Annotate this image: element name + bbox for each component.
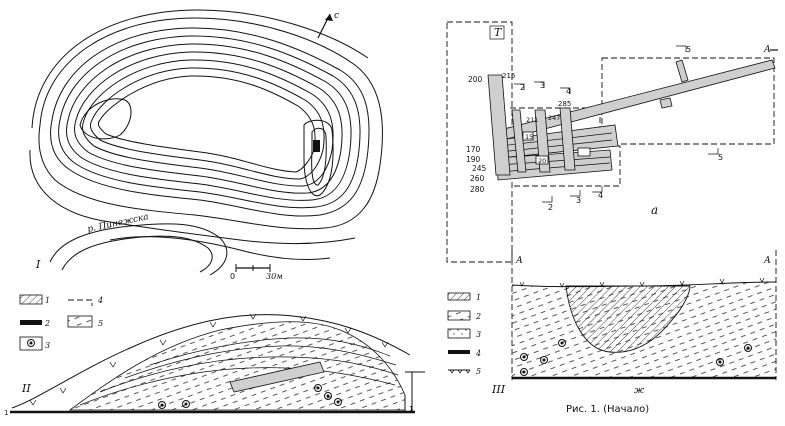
section-III-base-label: ж <box>634 386 645 396</box>
svg-text:285: 285 <box>558 100 571 108</box>
svg-text:2: 2 <box>520 83 525 92</box>
legend-left: 1 2 3 4 5 <box>19 294 103 351</box>
svg-text:3: 3 <box>476 330 481 339</box>
profile-II-end-right: 1 <box>409 405 413 413</box>
legend-left-swatch-1 <box>19 294 43 305</box>
figure-II-label: II <box>21 382 31 395</box>
svg-text:200: 200 <box>468 75 483 84</box>
contour-lines <box>29 9 383 261</box>
svg-text:3: 3 <box>576 196 581 205</box>
svg-text:280: 280 <box>470 185 485 194</box>
svg-text:247: 247 <box>548 114 560 122</box>
svg-text:4: 4 <box>97 296 103 305</box>
figure-caption: Рис. 1. (Начало) <box>566 404 649 415</box>
section-A: А <box>763 45 771 55</box>
trench-outline-A <box>601 57 775 145</box>
profile-II-strata <box>79 337 399 406</box>
contour-map: р. Пинежска с 0 30м I <box>29 9 383 281</box>
svg-text:245: 245 <box>472 164 487 173</box>
svg-text:190: 190 <box>466 155 481 164</box>
legend-right-swatch-4 <box>448 350 470 354</box>
figure-a-label: а <box>651 203 658 217</box>
section-marks: 2 3 4 5 2 3 4 5 <box>514 45 723 212</box>
inner-depression <box>79 98 132 140</box>
svg-text:215: 215 <box>502 72 515 80</box>
profile-II-surface <box>11 314 411 409</box>
section-III-pits <box>520 339 752 376</box>
log-block <box>487 74 619 181</box>
figure-I-label: I <box>35 258 41 271</box>
profile-II-log <box>229 361 325 393</box>
river-bank-upper <box>49 223 228 276</box>
svg-text:4: 4 <box>598 191 603 200</box>
svg-text:1: 1 <box>476 293 481 302</box>
svg-text:5: 5 <box>718 153 723 162</box>
scale-end: 30м <box>266 272 283 281</box>
section-III: А А ж III <box>491 250 777 396</box>
legend-left-swatch-4 <box>68 299 93 306</box>
section-T: Т <box>494 26 503 39</box>
svg-text:170: 170 <box>466 145 481 154</box>
legend-left-swatch-5 <box>67 315 93 328</box>
svg-text:3: 3 <box>540 81 545 90</box>
profile-II-right-edge <box>404 371 425 412</box>
river-bank-lower <box>61 235 213 273</box>
legend-right-swatch-3 <box>447 328 471 339</box>
figure-III-label: III <box>491 383 506 396</box>
svg-text:20: 20 <box>538 157 546 165</box>
section-III-corner-right: А <box>763 256 771 266</box>
svg-text:1: 1 <box>45 296 50 305</box>
river-label: р. Пинежска <box>87 212 150 235</box>
svg-text:2: 2 <box>475 312 481 321</box>
north-arrow-head <box>325 14 333 21</box>
scale-bar: 0 30м <box>230 264 283 281</box>
svg-text:211: 211 <box>526 116 538 124</box>
depth-labels: 200 215 170 190 245 260 280 285 211 247 … <box>466 72 571 194</box>
svg-text:3: 3 <box>45 341 50 350</box>
profile-II-grass <box>29 313 389 406</box>
svg-text:5: 5 <box>98 319 103 328</box>
svg-text:4: 4 <box>566 87 571 96</box>
profile-II: 1 1 II <box>4 313 425 417</box>
svg-text:2: 2 <box>548 203 553 212</box>
excavation-marker <box>313 140 320 152</box>
svg-text:15: 15 <box>525 133 533 141</box>
legend-right-swatch-1 <box>447 292 471 301</box>
section-III-corner-left: А <box>515 256 523 266</box>
profile-II-end-left: 1 <box>4 409 8 417</box>
legend-right: 1 2 3 4 5 <box>447 292 481 376</box>
svg-text:260: 260 <box>470 174 485 183</box>
section-III-pit <box>565 285 691 353</box>
scale-zero: 0 <box>230 272 235 281</box>
svg-text:5: 5 <box>476 367 481 376</box>
north-label: с <box>334 11 339 21</box>
svg-text:5: 5 <box>686 45 691 54</box>
profile-II-pits <box>158 384 342 409</box>
legend-right-swatch-2 <box>447 310 471 321</box>
svg-text:4: 4 <box>475 349 481 358</box>
legend-left-swatch-2 <box>20 320 42 325</box>
section-III-surface <box>511 281 777 288</box>
excavation-plan: Т А 2 3 4 5 2 3 4 5 200 215 170 190 245 … <box>446 21 778 263</box>
profile-II-body <box>68 321 406 411</box>
svg-text:2: 2 <box>44 319 50 328</box>
